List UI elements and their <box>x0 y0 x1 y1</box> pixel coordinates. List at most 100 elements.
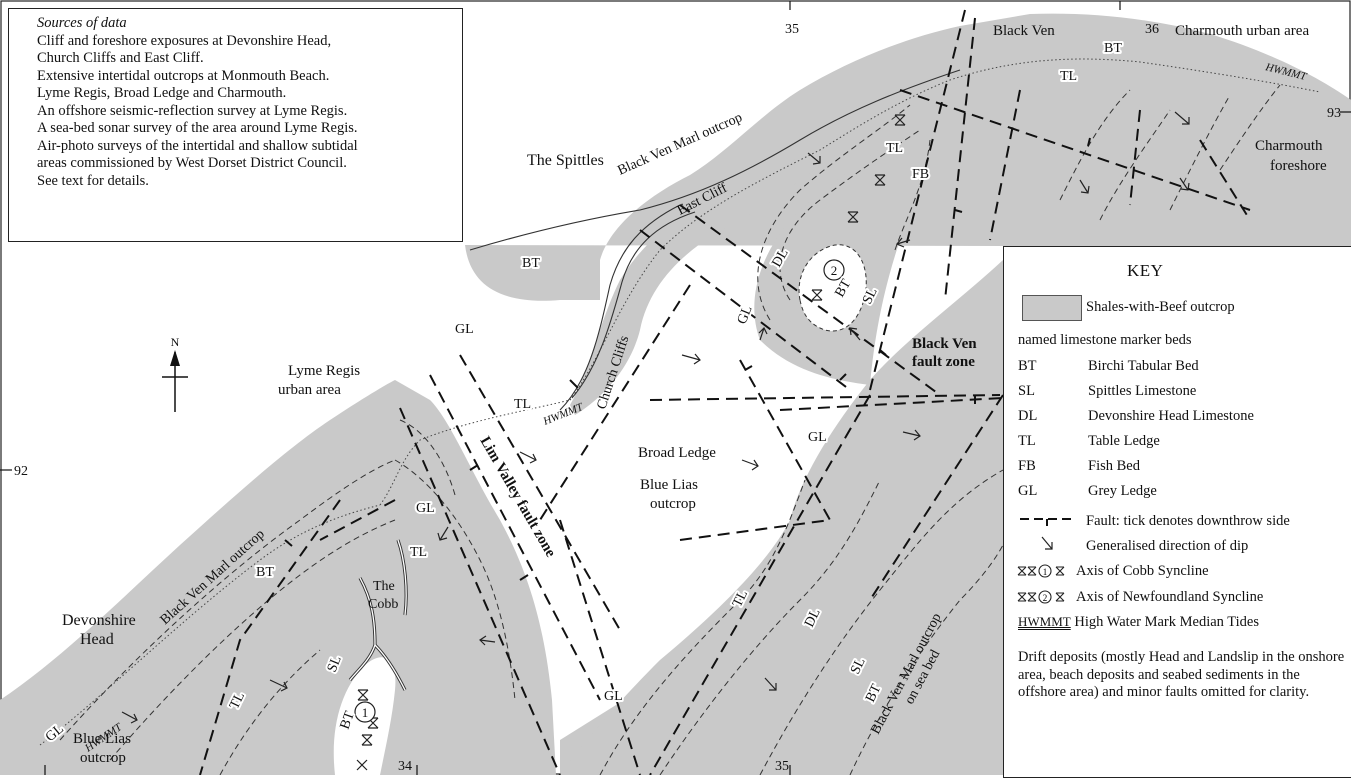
bed-label-gl: GL <box>808 430 827 445</box>
bed-label-bt: BT <box>256 565 274 580</box>
shales-outcrop-south-west <box>0 380 556 775</box>
bed-label-fb: FB <box>912 167 929 182</box>
sources-box: Sources of data Cliff and foreshore expo… <box>8 8 463 242</box>
key-hwmmt-abbr: HWMMT <box>1018 614 1071 629</box>
key-dip: Generalised direction of dip <box>1086 538 1249 554</box>
bed-label-tl: TL <box>410 545 427 560</box>
label-charmouth-foreshore-2: foreshore <box>1270 158 1327 174</box>
sources-line: An offshore seismic-reflection survey at… <box>37 102 348 119</box>
shales-swatch <box>1022 295 1082 321</box>
cobb-axis-symbol <box>1017 564 1065 578</box>
key-title: KEY <box>1127 261 1164 280</box>
dip-arrow <box>1179 177 1190 191</box>
grid-label-e35-south: 35 <box>775 759 789 774</box>
dip-arrow <box>681 353 701 365</box>
label-black-ven: Black Ven <box>993 23 1055 39</box>
newfoundland-syncline-axis <box>811 114 906 301</box>
key-hwmmt-row: HWMMT High Water Mark Median Tides <box>1018 614 1259 631</box>
faults <box>199 9 1251 775</box>
key-cobb: Axis of Cobb Syncline <box>1076 563 1209 579</box>
bed-label-gl: GL <box>604 689 623 704</box>
key-named-beds: named limestone marker beds <box>1018 332 1192 348</box>
bed-label-gl: GL <box>416 501 435 516</box>
grid-label-e36: 36 <box>1145 22 1159 37</box>
hwmmt-line <box>39 58 1321 746</box>
label-lyme-2: urban area <box>278 382 341 398</box>
grid-label-n93: 93 <box>1327 106 1341 121</box>
dip-arrow <box>758 326 768 341</box>
sources-line: Church Cliffs and East Cliff. <box>37 50 204 66</box>
shales-outcrop-coast <box>570 135 850 415</box>
sources-line: A sea-bed sonar survey of the area aroun… <box>37 120 358 136</box>
bed-label-bt: BT <box>522 256 540 271</box>
key-hwmmt: High Water Mark Median Tides <box>1074 614 1259 630</box>
dip-arrow <box>807 152 821 165</box>
label-blue-lias-2: outcrop <box>650 496 696 512</box>
sources-line: See text for details. <box>37 172 149 189</box>
syncline-2-core <box>798 244 867 332</box>
map-key: KEY Shales-with-Beef outcrop named limes… <box>1003 246 1351 778</box>
shales-outcrop-east <box>560 260 1003 775</box>
cobb-syncline-axis <box>356 689 379 771</box>
sources-line: Air-photo surveys of the intertidal and … <box>37 137 358 154</box>
dip-arrow <box>902 429 921 441</box>
bed-label-tl: TL <box>886 141 903 156</box>
label-cobb-2: Cobb <box>368 597 398 612</box>
syncline-1-number: 1 <box>362 705 369 720</box>
grid-label-e35: 35 <box>785 22 799 37</box>
syncline-2-marker <box>823 259 845 281</box>
sources-line: Cliff and foreshore exposures at Devonsh… <box>37 32 332 49</box>
label-blue-lias-sw-1: Blue Lias <box>73 731 131 747</box>
label-devonshire-2: Head <box>80 631 114 648</box>
key-symbols: 1 2 <box>1017 518 1074 604</box>
sources-line: areas commissioned by West Dorset Distri… <box>37 155 347 171</box>
key-fault: Fault: tick denotes downthrow side <box>1086 513 1290 529</box>
syncline-2-number: 2 <box>831 263 838 278</box>
bed-boundaries <box>59 84 1281 775</box>
newfoundland-axis-symbol <box>1017 590 1065 604</box>
dip-arrow <box>1079 179 1090 194</box>
sources-line: Extensive intertidal outcrops at Monmout… <box>37 67 330 84</box>
dip-arrow <box>479 635 496 646</box>
label-broad-ledge: Broad Ledge <box>638 445 716 461</box>
grid-label-e34: 34 <box>398 759 412 774</box>
dip-arrow <box>849 327 861 341</box>
fault-ticks <box>284 137 1091 581</box>
label-charmouth-urban: Charmouth urban area <box>1175 23 1309 39</box>
fault-symbol <box>1020 518 1074 526</box>
sources-title: Sources of data <box>37 15 127 31</box>
dip-arrow <box>764 677 777 691</box>
grid-label-n92: 92 <box>14 464 28 479</box>
label-cobb-1: The <box>373 579 395 594</box>
dip-arrow <box>519 451 537 464</box>
cliff-lines <box>469 69 961 411</box>
label-blue-lias-1: Blue Lias <box>640 477 698 493</box>
label-charmouth-foreshore-1: Charmouth <box>1255 138 1323 154</box>
key-shales: Shales-with-Beef outcrop <box>1086 299 1235 315</box>
dip-arrow <box>741 459 759 471</box>
dip-arrow <box>437 526 449 541</box>
svg-text:1: 1 <box>1043 567 1048 577</box>
label-lyme-1: Lyme Regis <box>288 363 360 379</box>
dip-arrow <box>269 679 288 692</box>
label-spittles: The Spittles <box>527 152 604 169</box>
key-drift-note: Drift deposits (mostly Head and Landslip… <box>1018 649 1345 700</box>
bed-label-gl: GL <box>455 322 474 337</box>
svg-text:2: 2 <box>1043 593 1048 603</box>
dip-arrow <box>1174 111 1190 125</box>
dip-arrow <box>896 237 911 248</box>
dip-symbol <box>1041 536 1053 550</box>
bed-label-tl: TL <box>1060 69 1077 84</box>
sources-line: Lyme Regis, Broad Ledge and Charmouth. <box>37 85 287 101</box>
bed-label-tl: TL <box>514 397 531 412</box>
north-arrow: N <box>162 335 188 412</box>
north-label: N <box>171 335 180 349</box>
bed-label-bt: BT <box>1104 41 1122 56</box>
